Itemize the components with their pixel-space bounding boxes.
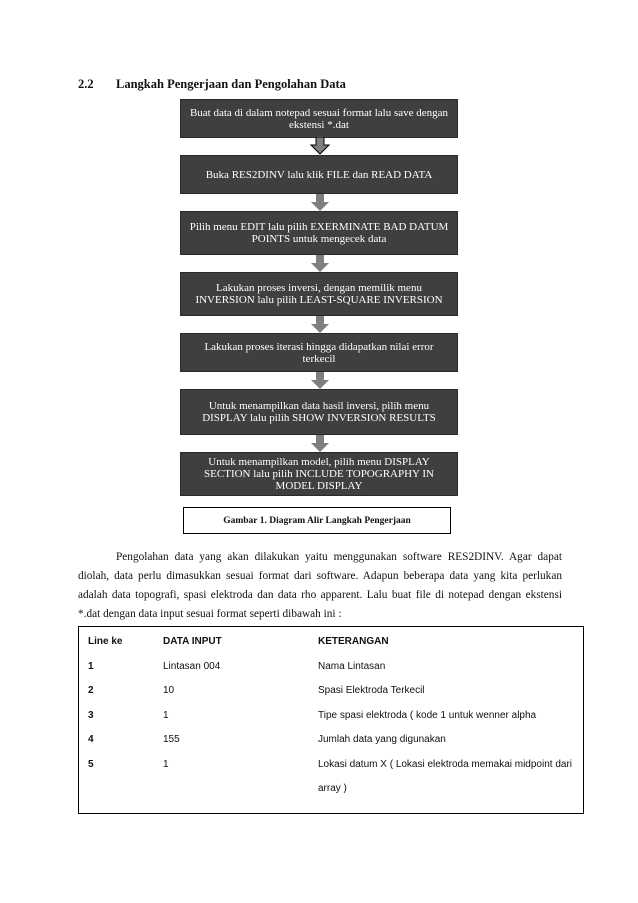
cell-line: 1	[88, 661, 94, 672]
section-title: Langkah Pengerjaan dan Pengolahan Data	[116, 77, 346, 91]
cell-line: 5	[88, 759, 94, 770]
header-data-input: DATA INPUT	[163, 636, 222, 647]
cell-keterangan: Tipe spasi elektroda ( kode 1 untuk wenn…	[318, 710, 537, 721]
cell-data-input: 155	[163, 734, 180, 745]
cell-data-input: 1	[163, 710, 169, 721]
cell-line: 3	[88, 710, 94, 721]
data-input-table: Line ke DATA INPUT KETERANGAN 1 Lintasan…	[78, 626, 584, 814]
cell-data-input: Lintasan 004	[163, 661, 221, 672]
flow-step-1: Buat data di dalam notepad sesuai format…	[180, 99, 458, 138]
cell-keterangan: Jumlah data yang digunakan	[318, 734, 446, 745]
flow-arrow-icon	[310, 137, 330, 155]
flow-arrow-icon	[310, 435, 330, 453]
section-number: 2.2	[78, 77, 94, 91]
flow-step-3: Pilih menu EDIT lalu pilih EXERMINATE BA…	[180, 211, 458, 255]
flow-step-5: Lakukan proses iterasi hingga didapatkan…	[180, 333, 458, 372]
header-line: Line ke	[88, 636, 123, 647]
header-keterangan: KETERANGAN	[318, 636, 389, 647]
cell-line: 4	[88, 734, 94, 745]
body-paragraph: Pengolahan data yang akan dilakukan yait…	[78, 548, 562, 624]
cell-keterangan: Spasi Elektroda Terkecil	[318, 685, 425, 696]
flow-arrow-icon	[310, 372, 330, 390]
flow-step-4: Lakukan proses inversi, dengan memilik m…	[180, 272, 458, 316]
cell-keterangan: Lokasi datum X ( Lokasi elektroda memaka…	[318, 759, 573, 794]
section-heading: 2.2 Langkah Pengerjaan dan Pengolahan Dat…	[78, 77, 346, 92]
cell-data-input: 1	[163, 759, 169, 770]
flow-step-6: Untuk menampilkan data hasil inversi, pi…	[180, 389, 458, 435]
flow-step-7: Untuk menampilkan model, pilih menu DISP…	[180, 452, 458, 496]
flow-arrow-icon	[310, 194, 330, 212]
cell-keterangan: Nama Lintasan	[318, 661, 386, 672]
flow-arrow-icon	[310, 255, 330, 273]
paragraph-text: Pengolahan data yang akan dilakukan yait…	[78, 551, 562, 620]
cell-data-input: 10	[163, 685, 175, 696]
flow-arrow-icon	[310, 316, 330, 334]
figure-caption: Gambar 1. Diagram Alir Langkah Pengerjaa…	[183, 507, 451, 534]
cell-line: 2	[88, 685, 94, 696]
flow-step-2: Buka RES2DINV lalu klik FILE dan READ DA…	[180, 155, 458, 194]
